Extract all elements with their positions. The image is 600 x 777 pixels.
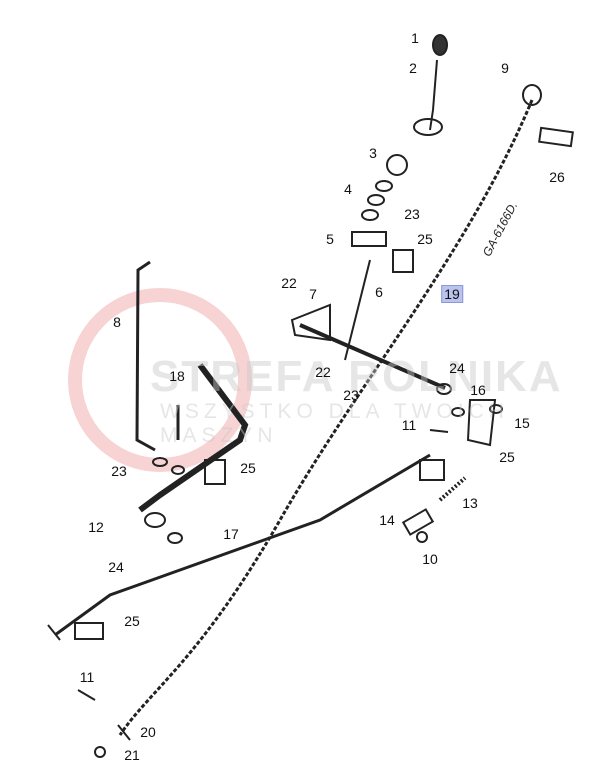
callout-23[interactable]: 23 [111,463,127,479]
part-3 [386,154,408,176]
callout-24[interactable]: 24 [449,360,465,376]
plate-14 [401,508,435,536]
lever-6 [344,259,371,361]
callout-20[interactable]: 20 [140,724,156,740]
callout-11[interactable]: 11 [401,417,417,433]
rod-7 [299,323,446,390]
clip-25-top [392,249,414,273]
callout-11[interactable]: 11 [79,669,95,685]
callout-21[interactable]: 21 [124,747,140,763]
callout-2[interactable]: 2 [409,60,417,76]
callout-23[interactable]: 23 [343,387,359,403]
callout-17[interactable]: 17 [223,526,239,542]
callout-13[interactable]: 13 [462,495,478,511]
plate-2 [413,118,443,136]
knob-1 [432,34,448,56]
callout-8[interactable]: 8 [113,314,121,330]
callout-25[interactable]: 25 [499,449,515,465]
callout-15[interactable]: 15 [514,415,530,431]
callout-14[interactable]: 14 [379,512,395,528]
callout-3[interactable]: 3 [369,145,377,161]
clip-25-low [74,622,104,640]
bracket-15 [466,399,497,447]
callout-26[interactable]: 26 [549,169,565,185]
callout-23[interactable]: 23 [404,206,420,222]
callout-18[interactable]: 18 [169,368,185,384]
callout-10[interactable]: 10 [422,551,438,567]
callout-24[interactable]: 24 [108,559,124,575]
callout-5[interactable]: 5 [326,231,334,247]
callout-25[interactable]: 25 [417,231,433,247]
callout-22[interactable]: 22 [315,364,331,380]
callout-4[interactable]: 4 [344,181,352,197]
clip-25-mid [204,459,226,485]
watermark-subtitle: WSZYSTKO DLA TWOICH MASZYN [160,400,509,447]
callout-9[interactable]: 9 [501,60,509,76]
callout-12[interactable]: 12 [88,519,104,535]
callout-25[interactable]: 25 [124,613,140,629]
callout-7[interactable]: 7 [309,286,317,302]
callout-25[interactable]: 25 [240,460,256,476]
lever-2 [429,59,438,131]
spring-13 [438,476,467,502]
callout-16[interactable]: 16 [470,382,486,398]
knob-9 [522,84,542,106]
plate-5 [351,231,387,247]
rod-8 [135,260,156,452]
lever-12 [138,363,249,513]
callout-19-highlighted[interactable]: 19 [441,285,463,303]
watermark-title: STREFA ROLNIKA [150,352,563,401]
label-26 [538,126,574,148]
clip-25-right [419,459,445,481]
cable-19 [118,99,534,736]
callout-1[interactable]: 1 [411,30,419,46]
callout-22[interactable]: 22 [281,275,297,291]
callout-6[interactable]: 6 [375,284,383,300]
rod-17 [54,453,431,637]
